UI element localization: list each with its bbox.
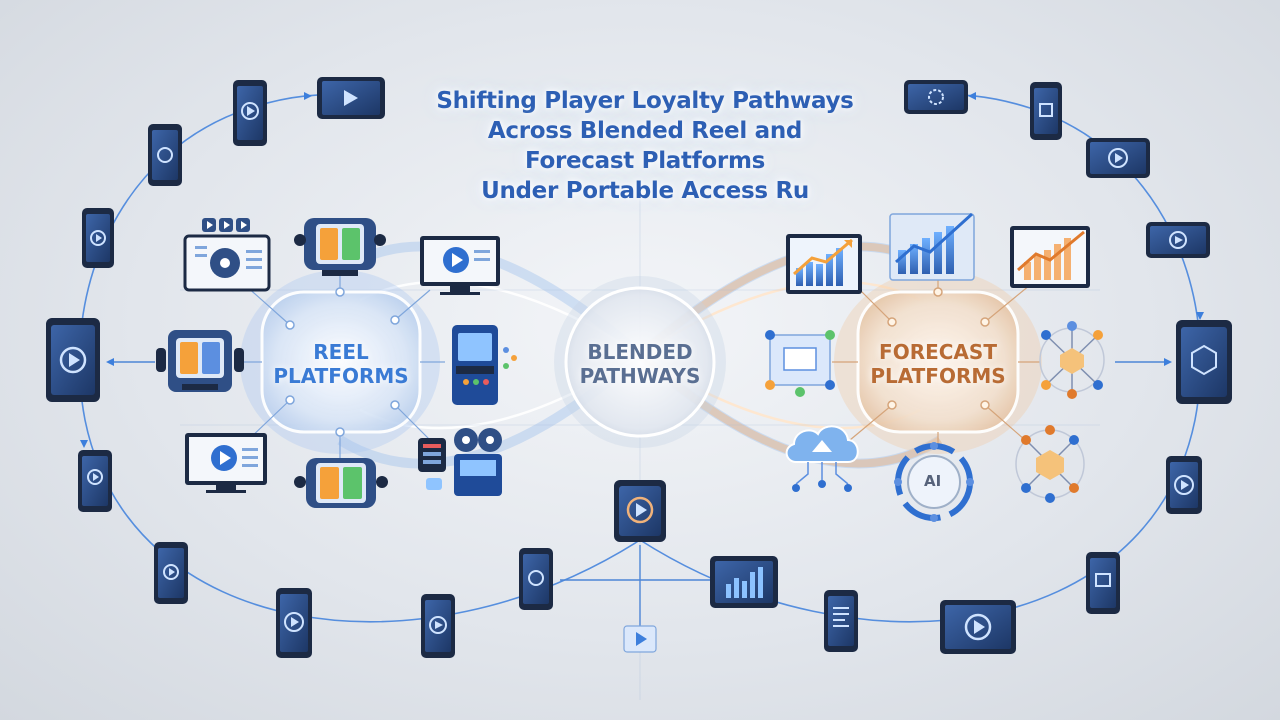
connector-lines	[112, 361, 1168, 630]
tablet-icon	[46, 318, 100, 402]
tablet-icon	[940, 600, 1016, 654]
title-line-3: Forecast Platforms	[524, 148, 766, 174]
tablet-icon	[710, 556, 778, 608]
ai-chip-icon	[894, 442, 974, 522]
monitor-icon	[183, 234, 271, 292]
forecast-hub-label: FORECAST PLATFORMS	[858, 340, 1018, 388]
slot-machine-icon	[294, 458, 388, 508]
film-reel-icon	[202, 218, 250, 232]
rising-chart-icon	[786, 234, 862, 294]
tablet-icon	[904, 80, 968, 114]
tablet-icon	[1086, 138, 1150, 178]
slot-machine-icon	[156, 330, 244, 392]
title-line-1: Shifting Player Loyalty Pathways	[436, 88, 854, 114]
forecast-hub-label-line-1: FORECAST	[879, 340, 997, 364]
rising-chart-icon	[1010, 226, 1090, 288]
phone-icon	[1086, 552, 1120, 614]
phone-icon	[1166, 456, 1202, 514]
slot-machine-icon	[294, 218, 386, 276]
network-node-icon	[765, 330, 835, 397]
reel-hub-label-line-1: REEL	[313, 340, 369, 364]
monitor-icon	[420, 236, 500, 295]
title-line-2: Across Blended Reel and	[487, 118, 803, 144]
network-node-icon	[1015, 425, 1085, 503]
blended-hub-label: BLENDED PATHWAYS	[566, 340, 714, 388]
play-icon	[623, 625, 657, 653]
tablet-icon	[1176, 320, 1232, 404]
phone-icon	[824, 590, 858, 652]
phone-icon	[154, 542, 188, 604]
tablet-icon	[1146, 222, 1210, 258]
phone-icon	[519, 548, 553, 610]
film-reel-icon	[418, 428, 502, 496]
blended-hub	[554, 276, 726, 448]
title-line-4: Under Portable Access Ru	[481, 178, 809, 204]
forecast-hub	[832, 262, 1042, 454]
arrow-heads	[80, 92, 1204, 448]
forecast-hub-label-line-2: PLATFORMS	[870, 364, 1006, 388]
blended-hub-label-line-2: PATHWAYS	[579, 364, 701, 388]
phone-icon	[1030, 82, 1062, 140]
phone-icon	[82, 208, 114, 268]
phone-icon	[421, 594, 455, 658]
phone-icon	[148, 124, 182, 186]
phone-icon	[78, 450, 112, 512]
cloud-icon	[785, 425, 859, 492]
rising-chart-icon	[889, 212, 975, 281]
monitor-icon	[185, 433, 267, 493]
phone-icon	[276, 588, 312, 658]
reel-hub-label-line-2: PLATFORMS	[273, 364, 409, 388]
reel-hub	[235, 260, 445, 460]
tablet-icon	[614, 480, 666, 542]
blended-hub-label-line-1: BLENDED	[587, 340, 693, 364]
ai-chip-label: AI	[924, 472, 942, 490]
phone-icon	[233, 80, 267, 146]
arcade-cabinet-icon	[452, 325, 517, 405]
reel-hub-label: REEL PLATFORMS	[262, 340, 420, 388]
network-node-icon	[1039, 321, 1105, 399]
tablet-icon	[317, 77, 385, 119]
diagram-title: Shifting Player Loyalty Pathways Across …	[380, 86, 910, 206]
